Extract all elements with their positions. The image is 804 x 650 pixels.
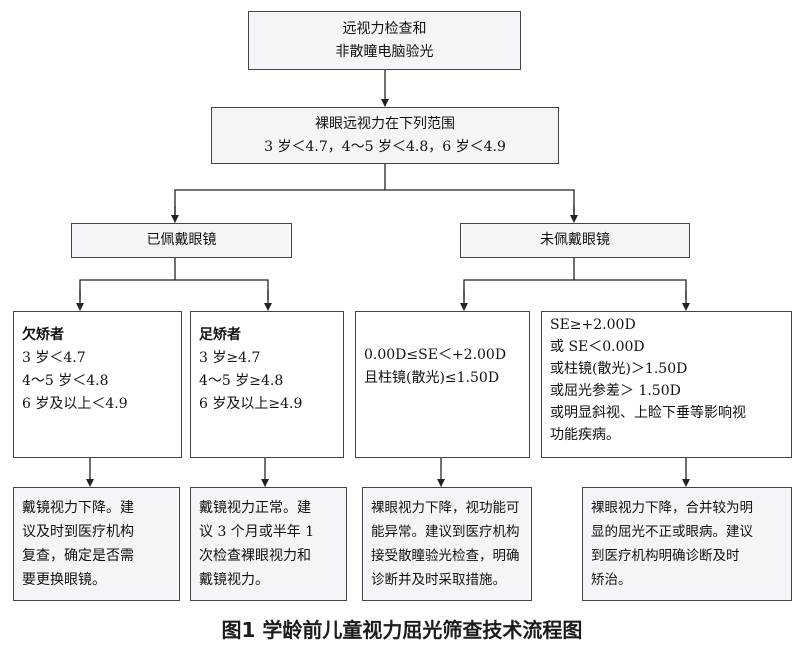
figure-caption: 图1 学龄前儿童视力屈光筛查技术流程图 <box>221 618 583 642</box>
naked-range-box: 裸眼远视力在下列范围 3 岁＜4.7，4～5 岁＜4.8，6 岁＜4.9 <box>211 107 559 164</box>
advice-under-line-2: 议及时到医疗机构 <box>22 524 134 540</box>
advice-abnormal-line-3: 到医疗机构明确诊断及时 <box>591 548 740 564</box>
branch-connector-glasses <box>79 258 269 300</box>
advice-normal-box: 裸眼视力下降，视功能可 能异常。建议到医疗机构 接受散瞳验光检查，明确 诊断并及… <box>362 487 532 601</box>
no-glasses-label: 未佩戴眼镜 <box>540 232 610 248</box>
advice-full-line-1: 戴镜视力正常。建 <box>199 500 311 516</box>
advice-normal-line-4: 诊断并及时采取措施。 <box>371 572 506 588</box>
under-line-1: 3 岁＜4.7 <box>22 350 86 366</box>
advice-under-box: 戴镜视力下降。建 议及时到医疗机构 复查，确定是否需 要更换眼镜。 <box>13 487 180 601</box>
abnormal-line-1: SE≥+2.00D <box>550 317 636 333</box>
advice-normal-line-2: 能异常。建议到医疗机构 <box>371 524 520 540</box>
advice-abnormal-box: 裸眼视力下降，合并较为明 显的屈光不正或眼病。建议 到医疗机构明确诊断及时 矫治… <box>582 487 792 601</box>
abnormal-line-6: 功能疾病。 <box>550 427 620 443</box>
full-line-1: 3 岁≥4.7 <box>199 350 261 366</box>
under-line-3: 6 岁及以上＜4.9 <box>22 396 128 412</box>
glasses-label: 已佩戴眼镜 <box>146 232 217 248</box>
full-line-2: 4～5 岁≥4.8 <box>199 373 284 389</box>
normal-range-line-1: 0.00D≤SE＜+2.00D <box>364 347 507 363</box>
advice-under-line-4: 要更换眼镜。 <box>22 572 106 588</box>
naked-range-line-1: 裸眼远视力在下列范围 <box>315 115 455 132</box>
advice-abnormal-line-4: 矫治。 <box>591 572 632 588</box>
abnormal-line-4: 或屈光参差＞ 1.50D <box>550 383 681 399</box>
advice-full-line-4: 戴镜视力。 <box>199 572 269 588</box>
naked-range-line-2: 3 岁＜4.7，4～5 岁＜4.8，6 岁＜4.9 <box>264 138 506 155</box>
full-line-3: 6 岁及以上≥4.9 <box>199 396 303 412</box>
no-glasses-box: 未佩戴眼镜 <box>460 223 690 258</box>
branch-connector-top <box>174 164 575 220</box>
branch-connector-no-glasses <box>463 258 687 300</box>
advice-abnormal-line-2: 显的屈光不正或眼病。建议 <box>591 524 753 540</box>
advice-normal-line-1: 裸眼视力下降，视功能可 <box>371 500 520 516</box>
under-corrected-box: 欠矫者 3 岁＜4.7 4～5 岁＜4.8 6 岁及以上＜4.9 <box>13 311 182 458</box>
start-line-2: 非散瞳电脑验光 <box>335 43 434 60</box>
abnormal-line-5: 或明显斜视、上睑下垂等影响视 <box>550 405 746 421</box>
abnormal-range-box: SE≥+2.00D 或 SE＜0.00D 或柱镜(散光)＞1.50D 或屈光参差… <box>541 311 792 458</box>
advice-full-box: 戴镜视力正常。建 议 3 个月或半年 1 次检查裸眼视力和 戴镜视力。 <box>190 487 347 601</box>
fully-corrected-title: 足矫者 <box>199 327 241 343</box>
normal-range-line-2: 且柱镜(散光)≤1.50D <box>364 370 500 386</box>
start-line-1: 远视力检查和 <box>342 20 427 37</box>
abnormal-line-3: 或柱镜(散光)＞1.50D <box>550 361 688 377</box>
under-corrected-title: 欠矫者 <box>22 327 64 343</box>
glasses-box: 已佩戴眼镜 <box>71 223 292 258</box>
advice-full-line-2: 议 3 个月或半年 1 <box>199 524 315 540</box>
advice-under-line-1: 戴镜视力下降。建 <box>22 500 134 516</box>
start-box: 远视力检查和 非散瞳电脑验光 <box>248 11 521 70</box>
normal-range-box: 0.00D≤SE＜+2.00D 且柱镜(散光)≤1.50D <box>355 311 530 458</box>
abnormal-line-2: 或 SE＜0.00D <box>550 339 645 355</box>
advice-under-line-3: 复查，确定是否需 <box>22 548 134 564</box>
advice-abnormal-line-1: 裸眼视力下降，合并较为明 <box>591 500 753 516</box>
advice-full-line-3: 次检查裸眼视力和 <box>199 548 311 564</box>
advice-normal-line-3: 接受散瞳验光检查，明确 <box>371 548 520 564</box>
under-line-2: 4～5 岁＜4.8 <box>22 373 109 389</box>
fully-corrected-box: 足矫者 3 岁≥4.7 4～5 岁≥4.8 6 岁及以上≥4.9 <box>190 311 344 458</box>
